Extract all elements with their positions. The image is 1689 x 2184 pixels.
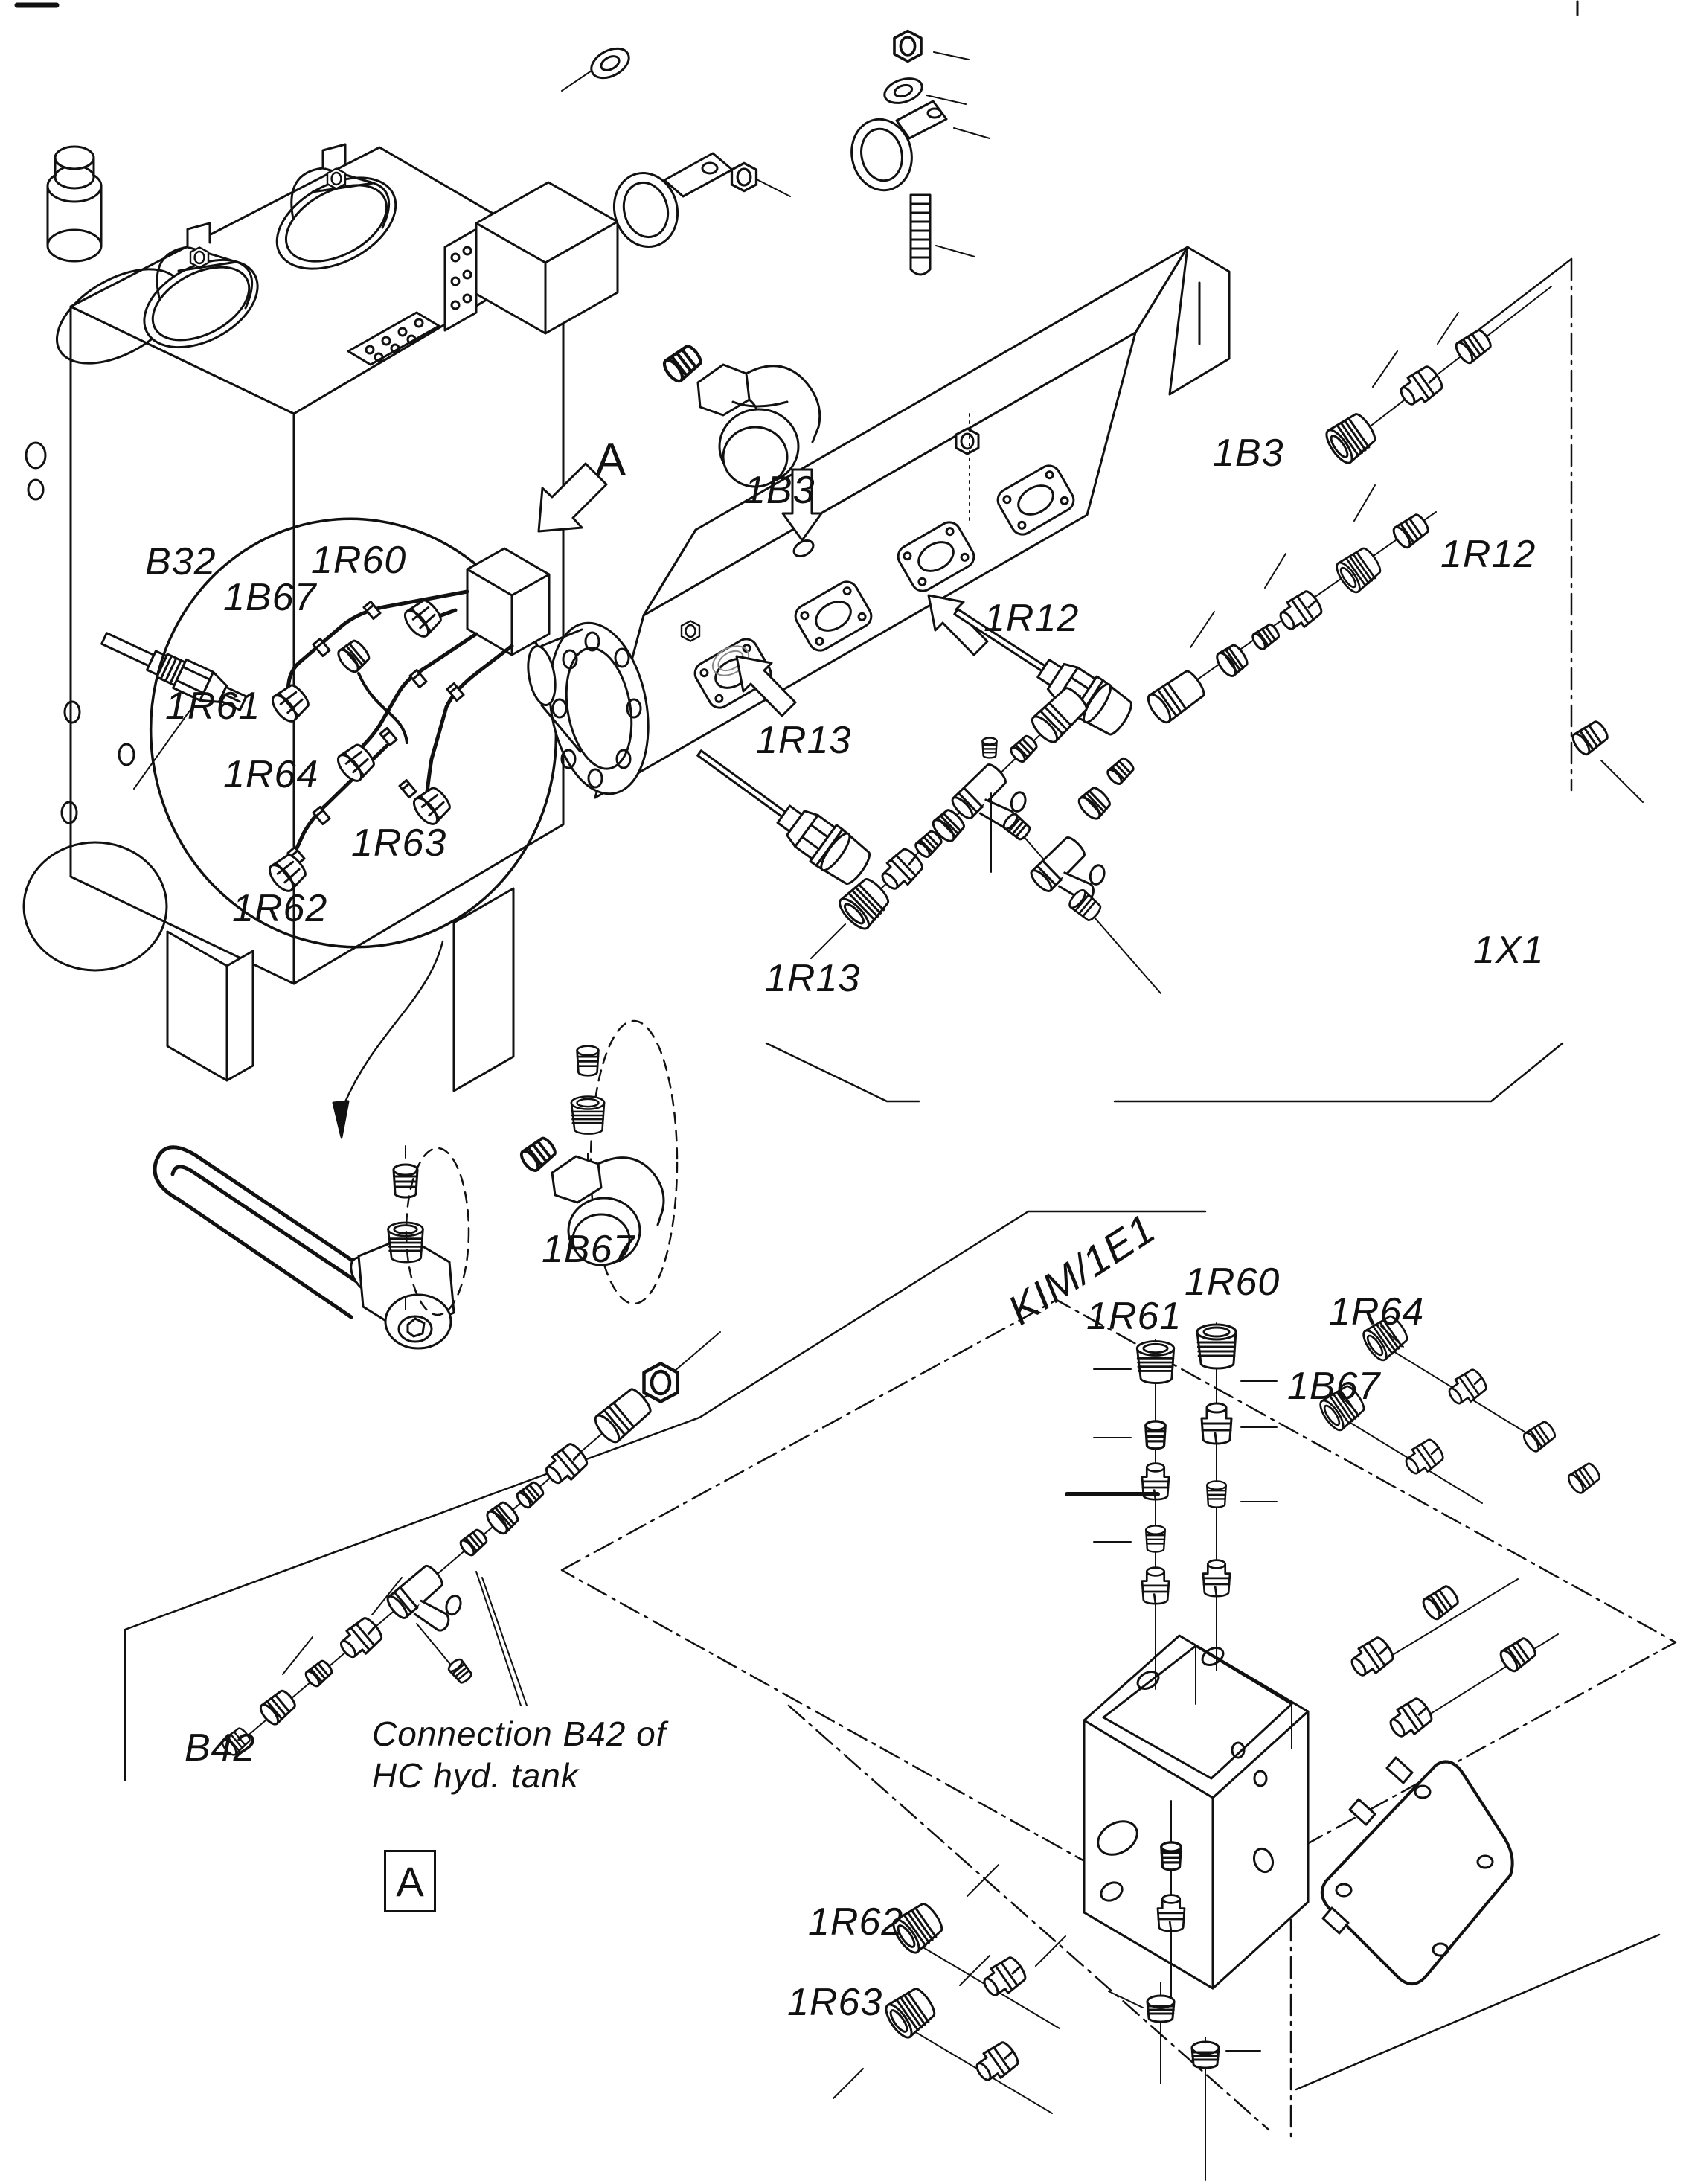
ghost-oring: [711, 645, 750, 676]
pair-1r63: [833, 1955, 1053, 2114]
label-1r61-bubble: 1R61: [165, 685, 261, 728]
label-1r13-chain: 1R13: [765, 957, 861, 1000]
label-1r61-lower: 1R61: [1086, 1295, 1182, 1338]
upper-section-border: [765, 257, 1573, 1103]
view-a-arrow-shape: [537, 462, 608, 533]
label-1r12-chain: 1R12: [1440, 533, 1536, 576]
bubble-to-heater-leader: [332, 940, 444, 1139]
relay-box: [466, 547, 551, 656]
label-1r62-lower: 1R62: [808, 1900, 904, 1944]
pair-1b67: [1315, 1381, 1483, 1504]
chain-1b3-right: [1321, 286, 1552, 468]
filler-cap: [275, 143, 397, 270]
label-1r12-probe: 1R12: [984, 597, 1080, 640]
breather-cap: [46, 145, 183, 365]
probe-1r13: [696, 749, 871, 886]
label-1r63-bubble: 1R63: [351, 822, 447, 865]
chain-1r12-right: [1143, 484, 1644, 803]
elbow-1b67: [516, 1019, 679, 1305]
label-1r62-bubble: 1R62: [232, 887, 328, 930]
label-b42-note-2: HC hyd. tank: [372, 1756, 579, 1795]
stack-1r60: [1196, 1322, 1278, 1671]
label-1r63-lower: 1R63: [787, 1981, 883, 2024]
fittings-right-of-box: [1345, 1578, 1559, 1744]
label-1b67-elbow: 1B67: [542, 1228, 635, 1271]
bolt-hole-plate: [347, 311, 440, 366]
label-1x1: 1X1: [1473, 929, 1545, 972]
frame-ticks: [14, 0, 1579, 16]
label-b42-note-1: Connection B42 of: [372, 1714, 667, 1753]
label-1r64-bubble: 1R64: [223, 753, 319, 796]
label-1r60-lower: 1R60: [1185, 1261, 1281, 1304]
label-view-a: A: [595, 435, 627, 486]
plugs-far-right: [1520, 1418, 1603, 1496]
heater-fittings: [387, 1145, 470, 1316]
label-1b67-lower: 1B67: [1287, 1365, 1381, 1408]
detail-bubble: [149, 517, 558, 949]
cover-plate: [1320, 1756, 1514, 1985]
tank-face-holes: [22, 441, 168, 972]
elbow-1b3: [661, 343, 821, 488]
kim-box: [1083, 1634, 1310, 1990]
manifold-arrows: [735, 468, 989, 717]
tank-leg: [166, 887, 515, 1092]
label-1b67-bubble: 1B67: [223, 576, 317, 619]
pair-1r64: [1358, 1311, 1528, 1434]
heater-element: [153, 1145, 455, 1350]
label-1r60-bubble: 1R60: [311, 539, 407, 582]
note-leader: [475, 1571, 522, 1706]
view-a-box-letter: A: [396, 1857, 424, 1905]
label-1r13-probe: 1R13: [756, 719, 852, 762]
b32-leader: [133, 710, 190, 790]
stack-below-box: [1108, 1800, 1261, 2181]
tee-1x1: [1000, 755, 1161, 994]
label-1b3-manifold: 1B3: [744, 469, 815, 512]
pair-1r62: [888, 1864, 1066, 2029]
view-a-box: A: [384, 1850, 436, 1912]
filler-cap: [143, 222, 259, 349]
junction-block: [443, 181, 619, 335]
chain-b42: [219, 1331, 721, 1758]
chain-1r13-left: [810, 683, 1092, 959]
clamp-assembly-2: [850, 29, 990, 276]
label-b32: B32: [145, 540, 217, 583]
label-b42: B42: [185, 1726, 256, 1770]
manifold: [527, 246, 1231, 799]
label-1b3-chain: 1B3: [1213, 432, 1284, 475]
clamp-assembly-1: [561, 47, 791, 249]
sensor-b32: [100, 632, 248, 711]
stack-1r61: [1065, 1339, 1176, 1690]
label-1r64-lower: 1R64: [1329, 1290, 1425, 1333]
